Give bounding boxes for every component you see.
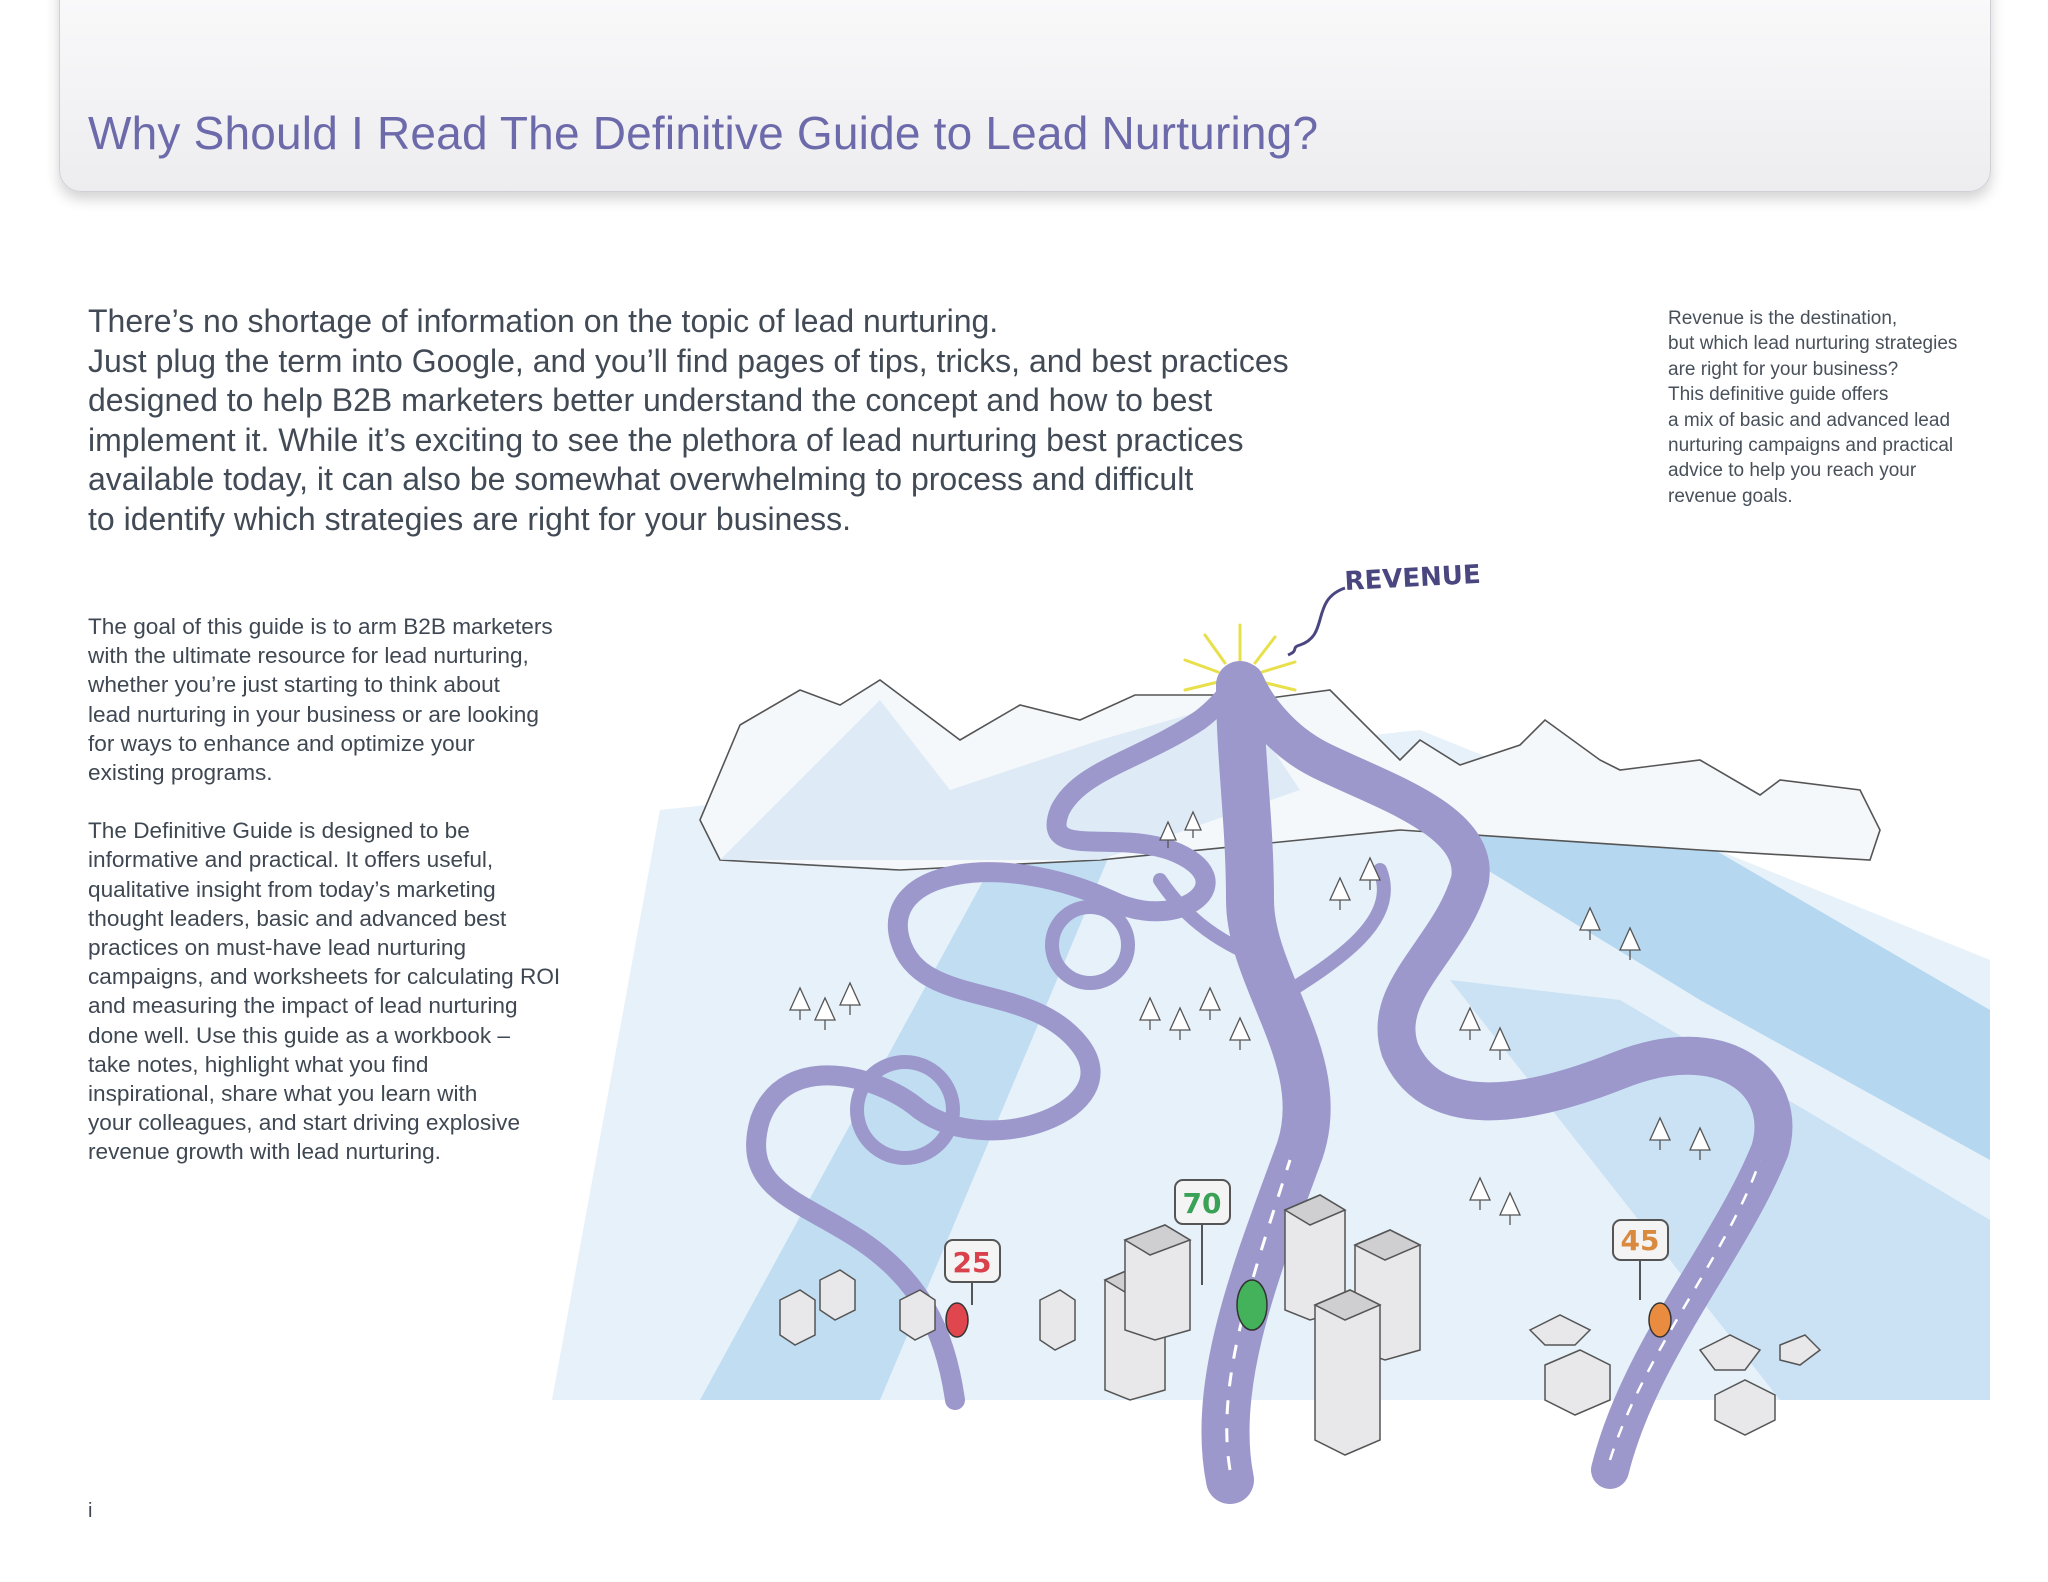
body-paragraph-design: The Definitive Guide is designed to be i… — [88, 816, 588, 1166]
sidebar-line: advice to help you reach your — [1668, 460, 1917, 482]
tree-icon — [1688, 1126, 1712, 1160]
intro-line: implement it. While it’s exciting to see… — [88, 421, 1244, 458]
revenue-label: REVENUE — [1344, 560, 1482, 597]
tree-icon — [1328, 876, 1352, 910]
body-line: inspirational, share what you learn with — [88, 1081, 478, 1107]
tree-icon — [813, 996, 837, 1030]
tree-icon — [1458, 1006, 1482, 1040]
speed-sign-center: 70 — [1174, 1179, 1231, 1285]
house-icon — [899, 1289, 936, 1341]
house-icon — [819, 1269, 856, 1321]
lane-marking — [1608, 1159, 1762, 1461]
page-title: Why Should I Read The Definitive Guide t… — [88, 107, 1319, 159]
body-line: lead nurturing in your business or are l… — [88, 701, 539, 727]
building-icon — [1123, 1224, 1192, 1341]
body-line: thought leaders, basic and advanced best — [88, 905, 507, 931]
tree-icon — [1468, 1176, 1492, 1210]
speed-sign-right: 45 — [1612, 1219, 1669, 1300]
header-banner — [59, 0, 1991, 192]
sidebar-line: a mix of basic and advanced lead — [1668, 409, 1951, 431]
intro-line: to identify which strategies are right f… — [88, 500, 852, 537]
body-paragraph-goal: The goal of this guide is to arm B2B mar… — [88, 612, 588, 787]
tree-icon — [1358, 856, 1382, 890]
blue-band — [1340, 760, 1990, 1160]
road-center — [1201, 661, 1331, 1504]
tree-icon — [788, 986, 812, 1020]
house-icon — [1544, 1349, 1611, 1416]
car-red — [945, 1302, 969, 1338]
tree-icon — [1168, 1006, 1192, 1040]
road-right — [1226, 663, 1793, 1489]
body-line: informative and practical. It offers use… — [88, 847, 494, 873]
sidebar-line: nurturing campaigns and practical — [1668, 435, 1954, 457]
road-left — [746, 670, 1248, 1410]
body-line: practices on must-have lead nurturing — [88, 935, 467, 961]
intro-line: Just plug the term into Google, and you’… — [88, 342, 1289, 379]
body-column: The goal of this guide is to arm B2B mar… — [88, 612, 588, 1167]
car-orange — [1648, 1302, 1672, 1338]
body-line: for ways to enhance and optimize your — [88, 730, 475, 756]
tree-groves — [788, 810, 1712, 1225]
sidebar-line: This definitive guide offers — [1668, 384, 1889, 406]
road-loop — [850, 1055, 960, 1165]
speed-sign-left: 25 — [944, 1239, 1001, 1305]
tree-icon — [838, 981, 862, 1015]
car-icon-green — [1236, 1279, 1268, 1331]
sidebar-line: but which lead nurturing strategies — [1668, 333, 1958, 355]
city-blocks — [779, 1194, 1822, 1456]
house-icon — [1698, 1334, 1762, 1371]
body-line: done well. Use this guide as a workbook … — [88, 1022, 510, 1048]
revenue-roadmap-illustration: REVENUE — [552, 560, 1990, 1504]
body-line: The goal of this guide is to arm B2B mar… — [88, 614, 553, 639]
sidebar-line: Revenue is the destination, — [1668, 308, 1898, 329]
tree-icon — [1488, 1026, 1512, 1060]
house-icon — [1039, 1289, 1076, 1351]
tree-icon — [1228, 1016, 1252, 1050]
tree-icon — [1158, 820, 1178, 848]
speed-sign-center-value: 70 — [1183, 1187, 1222, 1220]
sidebar-line: revenue goals. — [1668, 485, 1793, 507]
building-icon — [1313, 1289, 1382, 1456]
tree-icon — [1198, 986, 1222, 1020]
intro-line: designed to help B2B marketers better un… — [88, 382, 1213, 418]
car-icon-red — [945, 1302, 969, 1338]
body-line: revenue growth with lead nurturing. — [88, 1139, 441, 1165]
car-green — [1236, 1279, 1268, 1331]
body-line: campaigns, and worksheets for calculatin… — [88, 964, 561, 990]
revenue-arrow — [1287, 586, 1346, 657]
tree-icon — [1648, 1116, 1672, 1150]
speed-sign-left-value: 25 — [953, 1246, 992, 1279]
blue-band — [700, 830, 1120, 1400]
body-line: whether you’re just starting to think ab… — [88, 672, 500, 698]
body-line: take notes, highlight what you find — [88, 1051, 429, 1077]
intro-line: There’s no shortage of information on th… — [88, 303, 999, 339]
speed-sign-right-value: 45 — [1621, 1224, 1660, 1257]
paragraph-gap — [88, 787, 588, 816]
tree-icon — [1138, 996, 1162, 1030]
roads — [746, 661, 1793, 1504]
car-icon-orange — [1648, 1302, 1672, 1338]
tree-icon — [1498, 1191, 1522, 1225]
body-line: qualitative insight from today’s marketi… — [88, 876, 496, 902]
intro-line: available today, it can also be somewhat… — [88, 461, 1194, 497]
sidebar-line: are right for your business? — [1668, 358, 1899, 380]
intro-paragraph: There’s no shortage of information on th… — [88, 302, 1338, 539]
road-center-branch — [1153, 873, 1272, 967]
body-line: with the ultimate resource for lead nurt… — [88, 643, 529, 669]
body-line: The Definitive Guide is designed to be — [88, 818, 470, 844]
page-number: i — [88, 1500, 93, 1522]
house-icon — [1779, 1334, 1822, 1366]
body-line: and measuring the impact of lead nurturi… — [88, 993, 518, 1019]
body-line: existing programs. — [88, 760, 273, 786]
tree-icon — [1183, 810, 1203, 838]
house-icon — [779, 1289, 816, 1346]
body-line: your colleagues, and start driving explo… — [88, 1110, 521, 1136]
house-icon — [1714, 1379, 1776, 1436]
tree-icon — [1578, 906, 1602, 940]
road-center-branch — [1268, 863, 1391, 1007]
road-loop — [1045, 900, 1135, 990]
tree-icon — [1618, 926, 1642, 960]
sidebar-note: Revenue is the destination, but which le… — [1668, 306, 2008, 509]
house-icon — [1528, 1314, 1592, 1346]
